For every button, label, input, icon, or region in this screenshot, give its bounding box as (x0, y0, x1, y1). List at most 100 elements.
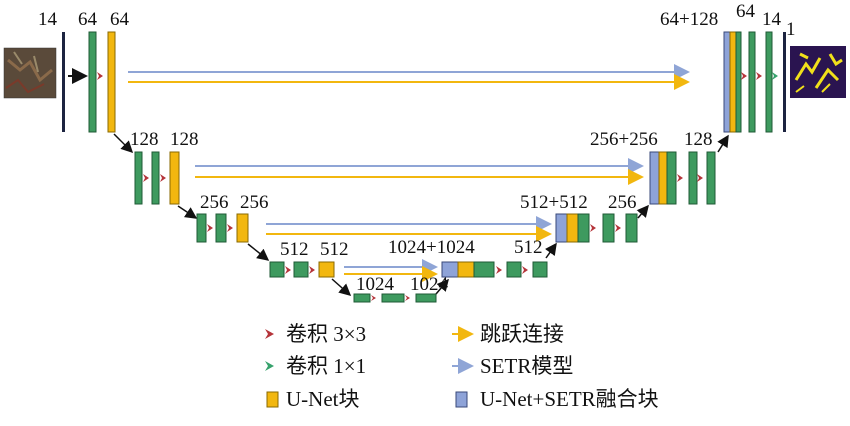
green-block (151, 151, 160, 205)
channel-label: 1024 (410, 274, 449, 295)
channel-label: 128 (130, 129, 159, 150)
conv1x1-arrow (227, 224, 233, 232)
level2-left (134, 151, 180, 205)
downsample-arrow (113, 133, 134, 154)
green-block (735, 31, 742, 133)
upsample-arrow (717, 134, 729, 153)
channel-label: 64 (78, 9, 98, 30)
legend-setr-label: SETR模型 (480, 354, 573, 378)
level4-left (269, 261, 335, 278)
green-block (88, 31, 97, 133)
conv3x3-arrow (741, 72, 747, 80)
channel-label: 512 (280, 239, 309, 260)
conv1x1-arrow (772, 72, 778, 80)
bottleneck (353, 293, 437, 303)
legend-unet-icon (266, 391, 279, 408)
legend-conv1-icon (265, 361, 274, 371)
output-channel-bar (783, 32, 786, 132)
conv3x3-arrow (496, 266, 502, 274)
channel-label: 14 (38, 9, 58, 30)
legend: 卷积 3×3 卷积 1×1 U-Net块 跳跃连接 SETR模型 U-Net+S… (265, 322, 659, 411)
green-block (134, 151, 143, 205)
output-image (790, 46, 846, 98)
channel-label: 256 (240, 192, 269, 213)
downsample-arrow (247, 243, 270, 261)
channel-label: 1 (786, 19, 796, 40)
green-block (748, 31, 756, 133)
conv3x3-arrow (405, 295, 410, 301)
conv1x1-arrow (160, 174, 166, 182)
channel-label: 64 (736, 1, 756, 22)
green-block (415, 293, 437, 303)
input-channel-bar (62, 32, 65, 132)
channel-label: 256 (608, 192, 637, 213)
conv1x1-arrow (309, 266, 315, 274)
legend-skip-label: 跳跃连接 (480, 322, 564, 346)
level3-right (555, 213, 638, 243)
green-block (215, 213, 227, 243)
conv3x3-arrow (590, 224, 596, 232)
green-block (577, 213, 590, 243)
fusion-block (723, 31, 731, 133)
conv3x3-arrow (615, 224, 621, 232)
channel-label: 64+128 (660, 9, 718, 30)
green-block (532, 261, 548, 278)
conv3x3-arrow (285, 266, 291, 274)
upsample-arrow (636, 204, 649, 219)
unet-block (566, 213, 579, 243)
level4-right (441, 261, 548, 278)
unet-block (169, 151, 180, 205)
channel-label: 14 (762, 9, 782, 30)
level1-right (723, 31, 786, 133)
unet-block (729, 31, 737, 133)
legend-conv3-icon (265, 329, 274, 339)
green-block (293, 261, 309, 278)
level3-left (196, 213, 249, 243)
channel-label: 128 (684, 129, 713, 150)
fusion-block (649, 151, 660, 205)
green-block (666, 151, 677, 205)
legend-fusion-label: U-Net+SETR融合块 (480, 387, 659, 411)
green-block (688, 151, 698, 205)
input-image (3, 47, 57, 99)
legend-unet-label: U-Net块 (286, 387, 359, 411)
upsample-arrow (435, 278, 449, 295)
green-block (381, 293, 405, 303)
green-block (602, 213, 615, 243)
legend-conv1-label: 卷积 1×1 (286, 354, 366, 378)
conv3x3-arrow (522, 266, 528, 274)
level1-left (62, 31, 116, 133)
conv3x3-arrow (677, 174, 683, 182)
channel-label: 1024 (356, 274, 395, 295)
green-block (706, 151, 716, 205)
unet-block (658, 151, 668, 205)
legend-fusion-icon (455, 391, 468, 408)
channel-label: 128 (170, 129, 199, 150)
conv3x3-arrow (697, 174, 703, 182)
channel-label: 512 (514, 237, 543, 258)
legend-conv3-label: 卷积 3×3 (286, 322, 366, 346)
downsample-arrow (331, 278, 352, 296)
channel-label: 512 (320, 239, 349, 260)
channel-label: 1024+1024 (388, 237, 475, 258)
unet-block (236, 213, 249, 243)
conv3x3-arrow (371, 295, 376, 301)
green-block (269, 261, 285, 278)
unet-block (457, 261, 475, 278)
conv1x1-arrow (97, 72, 103, 80)
upsample-arrow (545, 242, 557, 259)
fusion-block (555, 213, 568, 243)
channel-label: 256 (200, 192, 229, 213)
green-block (196, 213, 207, 243)
channel-label: 512+512 (520, 192, 588, 213)
conv3x3-arrow (756, 72, 762, 80)
green-block (353, 293, 371, 303)
level2-right (649, 151, 716, 205)
conv3x3-arrow (143, 174, 149, 182)
channel-labels: 14 64 64 64+128 64 14 1 128 128 256+256 … (38, 1, 796, 295)
green-block (506, 261, 522, 278)
green-block (625, 213, 638, 243)
unet-block (318, 261, 335, 278)
downsample-arrow (177, 205, 198, 219)
channel-label: 256+256 (590, 129, 658, 150)
